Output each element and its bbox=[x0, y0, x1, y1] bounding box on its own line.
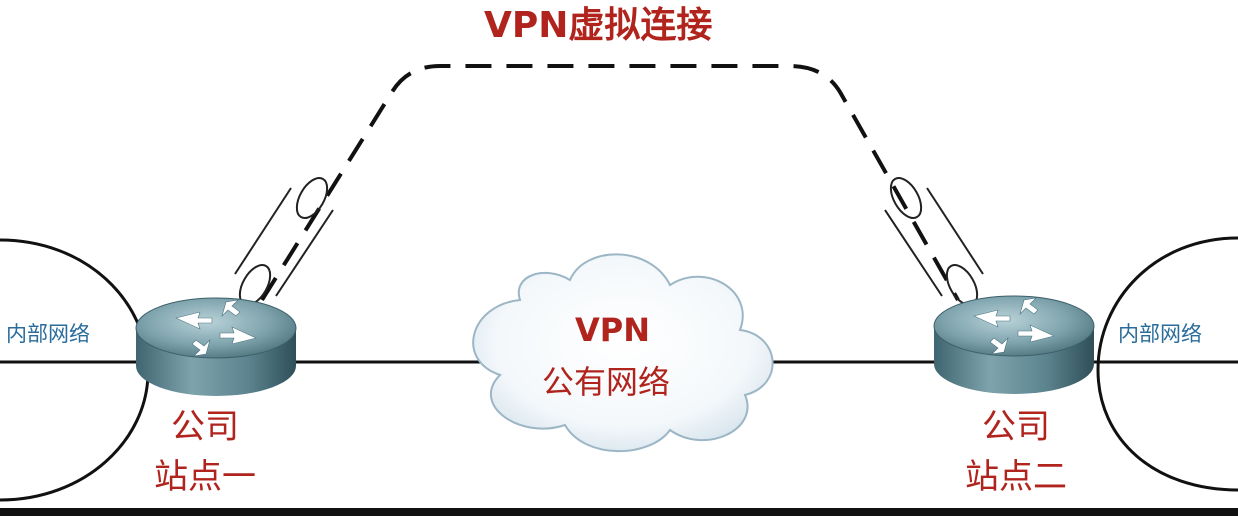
bottom-border bbox=[0, 508, 1238, 516]
internal-network-label-right: 内部网络 bbox=[1118, 322, 1202, 347]
vpn-connection-title: VPN虚拟连接 bbox=[484, 5, 713, 46]
tunnel-icon-left bbox=[234, 177, 334, 306]
internal-network-arc-left bbox=[0, 238, 150, 502]
internal-network-label-left: 内部网络 bbox=[6, 322, 90, 347]
internal-network-arc-right bbox=[1096, 236, 1238, 492]
router-icon-left bbox=[135, 297, 297, 396]
site-two-company-label: 公司 bbox=[982, 407, 1050, 447]
cloud-icon bbox=[472, 253, 774, 453]
cloud-vpn-label: VPN bbox=[575, 311, 650, 349]
router-icon-right bbox=[933, 295, 1095, 394]
site-one-company-label: 公司 bbox=[171, 407, 239, 447]
cloud-public-network-label: 公有网络 bbox=[542, 363, 671, 401]
vpn-virtual-connection-line bbox=[260, 64, 960, 302]
site-one-name-label: 站点一 bbox=[154, 457, 256, 497]
site-two-name-label: 站点二 bbox=[965, 457, 1067, 497]
